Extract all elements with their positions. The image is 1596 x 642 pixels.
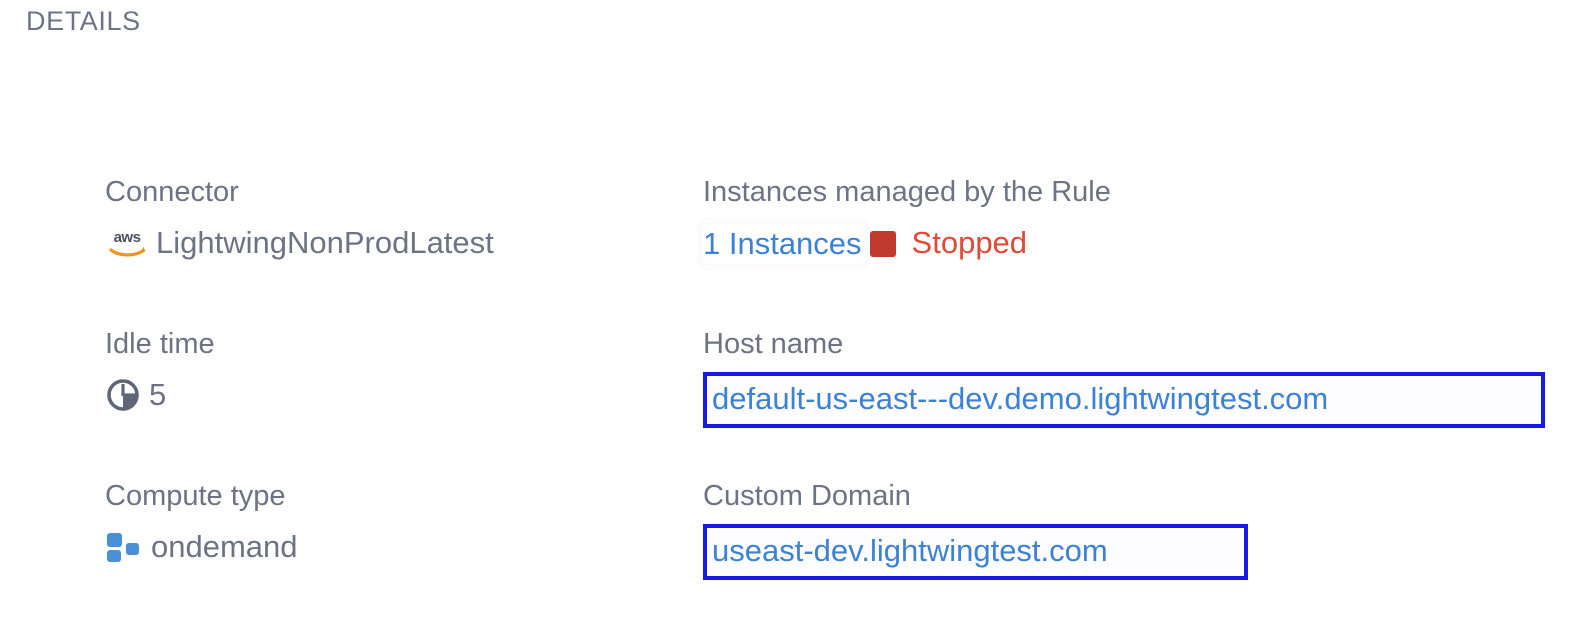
custom-domain-link[interactable]: useast-dev.lightwingtest.com (703, 524, 1248, 580)
idle-time-label: Idle time (105, 328, 215, 360)
clock-icon (105, 377, 141, 413)
instances-label: Instances managed by the Rule (703, 176, 1111, 208)
custom-domain-label: Custom Domain (703, 480, 911, 512)
connector-name: LightwingNonProdLatest (156, 225, 494, 260)
idle-time-value-row: 5 (105, 376, 215, 415)
compute-type-value: ondemand (151, 529, 298, 564)
details-row-2: Idle time 5 Host name default-us-east---… (0, 330, 1596, 482)
host-name-link[interactable]: default-us-east---dev.demo.lightwingtest… (703, 372, 1545, 428)
details-row-3: Compute type ondemand Custom Domain usea… (0, 482, 1596, 634)
field-idle-time: Idle time 5 (105, 330, 215, 415)
compute-blocks-icon (105, 529, 145, 565)
details-row-1: Connector aws LightwingNonProdLatest Ins… (0, 178, 1596, 330)
field-instances: Instances managed by the Rule 1 Instance… (703, 178, 1111, 264)
page-title: DETAILS (26, 6, 141, 36)
connector-label: Connector (105, 176, 239, 208)
compute-type-label: Compute type (105, 480, 286, 512)
idle-time-value: 5 (149, 377, 167, 412)
instances-value-row: 1 Instances Stopped (703, 224, 1111, 264)
field-connector: Connector aws LightwingNonProdLatest (105, 178, 494, 263)
status-badge: Stopped (911, 225, 1028, 261)
svg-text:aws: aws (114, 229, 141, 246)
instances-count-link[interactable]: 1 Instances (703, 224, 864, 264)
compute-type-value-row: ondemand (105, 528, 298, 567)
field-host-name: Host name default-us-east---dev.demo.lig… (703, 330, 1545, 428)
stopped-square-icon (869, 230, 896, 257)
details-grid: Connector aws LightwingNonProdLatest Ins… (0, 178, 1596, 634)
connector-value-row: aws LightwingNonProdLatest (105, 224, 494, 263)
host-name-label: Host name (703, 328, 844, 360)
field-custom-domain: Custom Domain useast-dev.lightwingtest.c… (703, 482, 1248, 580)
aws-logo-icon: aws (105, 225, 149, 261)
field-compute-type: Compute type ondemand (105, 482, 298, 567)
